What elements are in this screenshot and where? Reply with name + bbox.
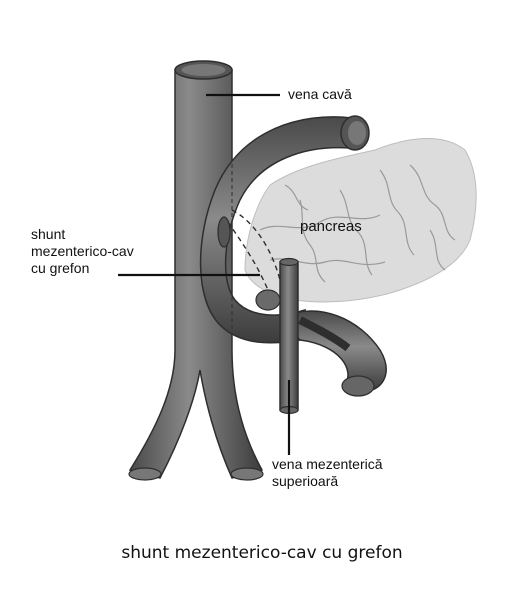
portal-arch-vessel [199, 115, 387, 397]
anatomy-figure [118, 60, 477, 481]
leader-lines [118, 93, 291, 455]
superior-mesenteric-vein [279, 257, 299, 415]
iliac-right-end [230, 467, 264, 481]
label-vena-cava: vena cavă [288, 86, 352, 102]
label-pancreas: pancreas [300, 218, 362, 235]
iliac-left-end [128, 467, 162, 481]
anastomosis-cava [217, 216, 231, 248]
anastomosis-mesenteric [255, 289, 281, 311]
label-shunt-line1: shunt [31, 226, 66, 242]
label-shunt-line2: mezenterico-cav [31, 243, 134, 259]
label-shunt-line3: cu grefon [31, 260, 90, 276]
pancreas [244, 138, 477, 303]
vena-cava [128, 60, 264, 481]
label-vena-mezenterica-line1: vena mezenterică [272, 456, 383, 472]
figure-caption: shunt mezenterico-cav cu grefon [121, 543, 403, 563]
pancreas-vessels [259, 164, 456, 283]
shunt-graft [217, 150, 281, 330]
label-vena-mezenterica-line2: superioară [272, 473, 339, 489]
